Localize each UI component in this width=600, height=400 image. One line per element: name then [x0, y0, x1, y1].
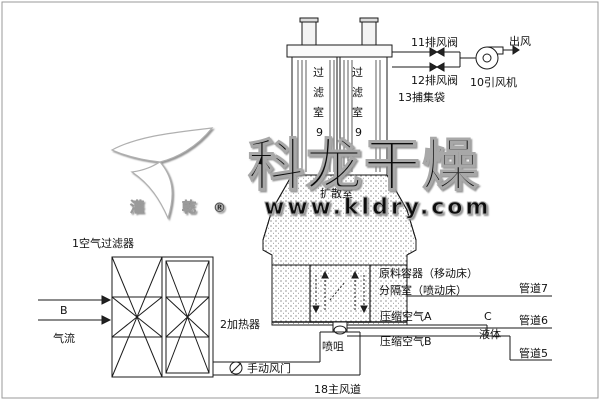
watermark: 灌 乾 ® 科龙干燥 www.kldry.com [110, 127, 491, 220]
capture-bags [297, 60, 381, 172]
label-heater-2: 2加热器 [220, 318, 260, 331]
svg-text:滤: 滤 [313, 86, 324, 99]
label-filter-room-left: 过 滤 室 9 [313, 66, 324, 139]
label-nozzle: 喷咀 [322, 340, 344, 353]
label-exhaust-valve-11: 11排风阀 [411, 35, 458, 49]
label-pipe-5: 管道5 [519, 346, 548, 360]
svg-text:过: 过 [352, 66, 363, 79]
brand-text: 科龙干燥 [248, 134, 480, 199]
label-partition-room: 分隔室（喷动床） [379, 283, 467, 297]
registered-mark: ® [213, 201, 226, 216]
logo-char-left: 灌 [130, 199, 144, 216]
label-exhaust-valve-12: 12排风阀 [411, 73, 458, 87]
label-bag-13: 13捕集袋 [398, 90, 445, 104]
compressed-air-lines [347, 295, 552, 361]
label-airflow: 气流 [53, 331, 75, 345]
label-expansion-room: 扩散室 [320, 186, 353, 200]
brand-url: www.kldry.com [264, 195, 491, 220]
svg-text:室: 室 [313, 105, 324, 119]
svg-text:室: 室 [352, 105, 363, 119]
label-outlet-wind: 出风 [509, 34, 531, 48]
label-main-duct-18: 18主风道 [314, 382, 361, 396]
product-container [271, 264, 408, 335]
label-liquid: 液体 [479, 327, 501, 341]
brand-logo-icon: 灌 乾 ® [110, 127, 226, 220]
label-fan-10: 10引风机 [470, 75, 517, 89]
label-airflow-B: B [60, 304, 68, 317]
label-liquid-C: C [484, 310, 492, 323]
label-raw-material-container: 原料容器（移动床） [379, 266, 478, 280]
induced-draft-fan [475, 45, 520, 70]
air-filter-unit [111, 256, 163, 378]
exhaust-valves [392, 47, 475, 72]
label-pipe-6: 管道6 [519, 313, 548, 327]
inlet-airflow-arrows [38, 295, 112, 325]
label-manual-damper: 手动风门 [247, 361, 291, 375]
svg-text:滤: 滤 [352, 86, 363, 99]
main-air-duct [213, 331, 361, 376]
label-air-filter-1: 1空气过滤器 [72, 236, 134, 250]
heater-unit [161, 256, 214, 378]
label-filter-room-right: 过 滤 室 9 [352, 66, 363, 139]
expansion-chamber [262, 174, 417, 266]
label-compressed-air-B: 压缩空气B [380, 334, 432, 348]
label-compressed-air-A: 压缩空气A [380, 309, 432, 323]
svg-text:过: 过 [313, 66, 324, 79]
filter-housing [286, 17, 393, 176]
logo-char-right: 乾 [182, 199, 196, 216]
svg-text:9: 9 [316, 126, 323, 139]
svg-text:9: 9 [355, 126, 362, 139]
label-pipe-7: 管道7 [519, 281, 548, 295]
